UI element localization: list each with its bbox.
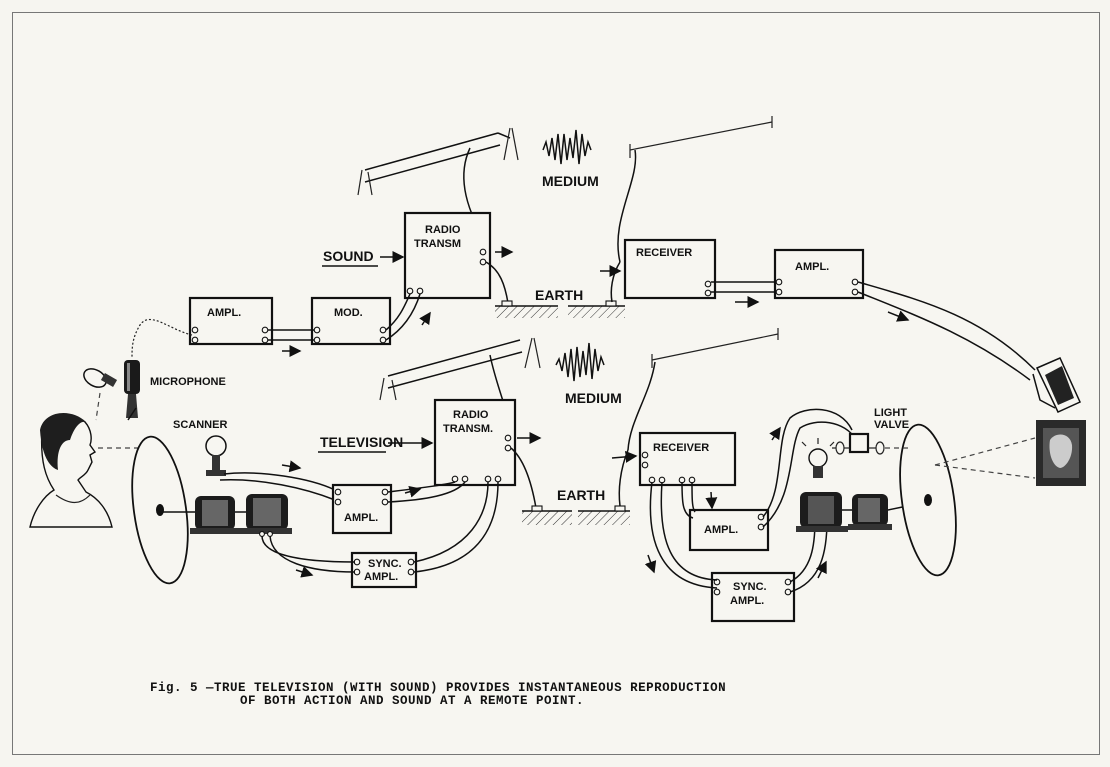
ampl-sound-rx-label: AMPL. [795, 261, 829, 273]
receiver-motor-icon [796, 492, 913, 532]
amplifier-television-receive-box [688, 508, 770, 552]
amplifier-sound-transmit-box [188, 296, 274, 346]
medium-wave-top [542, 129, 592, 165]
earth-plate-bottom-left [522, 511, 572, 525]
figure-frame [12, 12, 1100, 755]
light-valve-label-2: VALVE [874, 419, 909, 431]
receiver-television-box [638, 431, 737, 487]
sync-ampl-rx-label-1: SYNC. [733, 581, 767, 593]
caption-line-1: Fig. 5 —TRUE TELEVISION (WITH SOUND) PRO… [150, 681, 727, 695]
medium-label-bottom: MEDIUM [565, 390, 622, 406]
earth-label-top: EARTH [535, 287, 583, 303]
radio-transm-sound-label-1: RADIO [425, 224, 461, 236]
transmit-scanning-disc [131, 435, 200, 585]
ampl-tv-rx-label: AMPL. [704, 524, 738, 536]
earth-plate-bottom-right [578, 511, 630, 525]
mod-label: MOD. [334, 307, 363, 319]
sync-ampl-tx-label-2: AMPL. [364, 571, 398, 583]
loudspeaker-icon [1032, 357, 1081, 413]
receiver-scanning-disc [899, 423, 957, 577]
scanner-label: SCANNER [173, 419, 227, 431]
received-picture-icon [1036, 420, 1086, 486]
ampl-tv-tx-label: AMPL. [344, 512, 378, 524]
radio-transm-sound-label-2: TRANSM [414, 238, 461, 250]
sound-label: SOUND [323, 248, 374, 264]
microphone-icon [124, 319, 193, 421]
ampl-sound-tx-label: AMPL. [207, 307, 241, 319]
amplifier-sound-receive-box [773, 248, 865, 300]
microphone-label: MICROPHONE [150, 376, 226, 388]
radio-transm-tv-label-2: TRANSM. [443, 423, 493, 435]
receiver-sound-label: RECEIVER [636, 247, 692, 259]
medium-label-top: MEDIUM [542, 173, 599, 189]
medium-wave-bottom [555, 342, 605, 382]
television-receive-antenna [627, 328, 779, 451]
radio-transm-tv-label-1: RADIO [453, 409, 489, 421]
earth-label-bottom: EARTH [557, 487, 605, 503]
caption-line-2: OF BOTH ACTION AND SOUND AT A REMOTE POI… [240, 694, 585, 708]
light-valve-label-1: LIGHT [874, 407, 907, 419]
light-valve-icon [832, 432, 885, 455]
sync-amplifier-receive-box [710, 571, 796, 623]
sync-ampl-tx-label-1: SYNC. [368, 558, 402, 570]
earth-plate-top-left [495, 306, 558, 318]
receiver-sound-box [623, 238, 717, 300]
earth-plate-top-right [568, 306, 625, 318]
modulator-box [310, 296, 392, 346]
sync-ampl-rx-label-2: AMPL. [730, 595, 764, 607]
figure-caption: Fig. 5 —TRUE TELEVISION (WITH SOUND) PRO… [150, 682, 970, 708]
radio-transmitter-sound-box [403, 211, 492, 300]
receiver-tv-label: RECEIVER [653, 442, 709, 454]
photocell-icon [205, 435, 227, 476]
face-illustration [29, 412, 113, 528]
television-label: TELEVISION [320, 434, 403, 450]
radio-transmitter-television-box [433, 398, 517, 487]
sync-amplifier-transmit-box [350, 551, 418, 589]
transmit-motor-icon [190, 494, 292, 537]
lamp-icon [83, 368, 118, 388]
amplifier-television-transmit-box [331, 483, 393, 535]
light-bulb-icon [801, 438, 835, 478]
sound-receive-antenna [617, 116, 773, 263]
